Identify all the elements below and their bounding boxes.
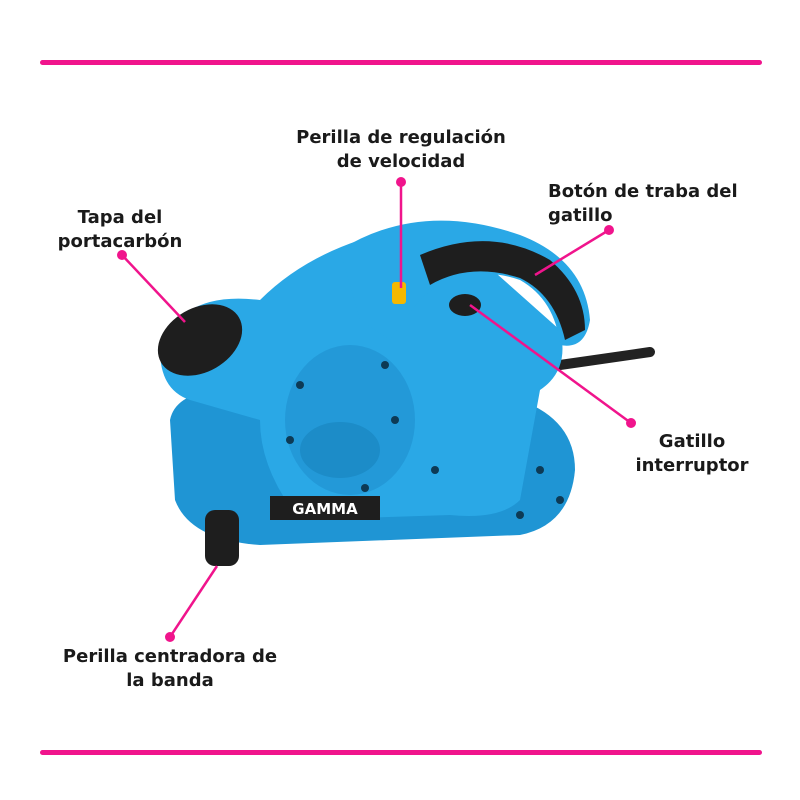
power-cord: [555, 347, 655, 370]
callout-dot-belt-knob: [165, 632, 175, 642]
belt-centering-knob: [205, 510, 239, 566]
trigger-lock-button: [449, 294, 481, 316]
leader-line-trigger: [469, 303, 632, 425]
brand-logo: GAMMA: [292, 500, 358, 518]
callout-dot-brush-cap: [117, 250, 127, 260]
handle-grip: [420, 241, 585, 340]
callout-trigger-lock: Botón de traba del gatillo: [548, 181, 738, 226]
callout-trigger: Gatillo interruptor: [635, 431, 749, 476]
leader-line-belt-knob: [168, 565, 219, 638]
callout-belt-knob: Perilla centradora de la banda: [62, 646, 278, 691]
top-divider: [40, 60, 762, 65]
leader-line-brush-cap: [121, 254, 186, 323]
screws: [286, 361, 564, 519]
callout-dot-trigger-lock: [604, 225, 614, 235]
callout-dot-speed-knob: [396, 177, 406, 187]
leader-line-trigger-lock: [534, 228, 610, 277]
brand-plate: [270, 496, 380, 520]
brush-cap: [157, 304, 243, 376]
callout-speed-knob: Perilla de regulación de velocidad: [296, 127, 506, 172]
bottom-divider: [40, 750, 762, 755]
speed-knob: [392, 282, 406, 304]
callout-dot-trigger: [626, 418, 636, 428]
callout-brush-cap: Tapa del portacarbón: [57, 207, 183, 252]
